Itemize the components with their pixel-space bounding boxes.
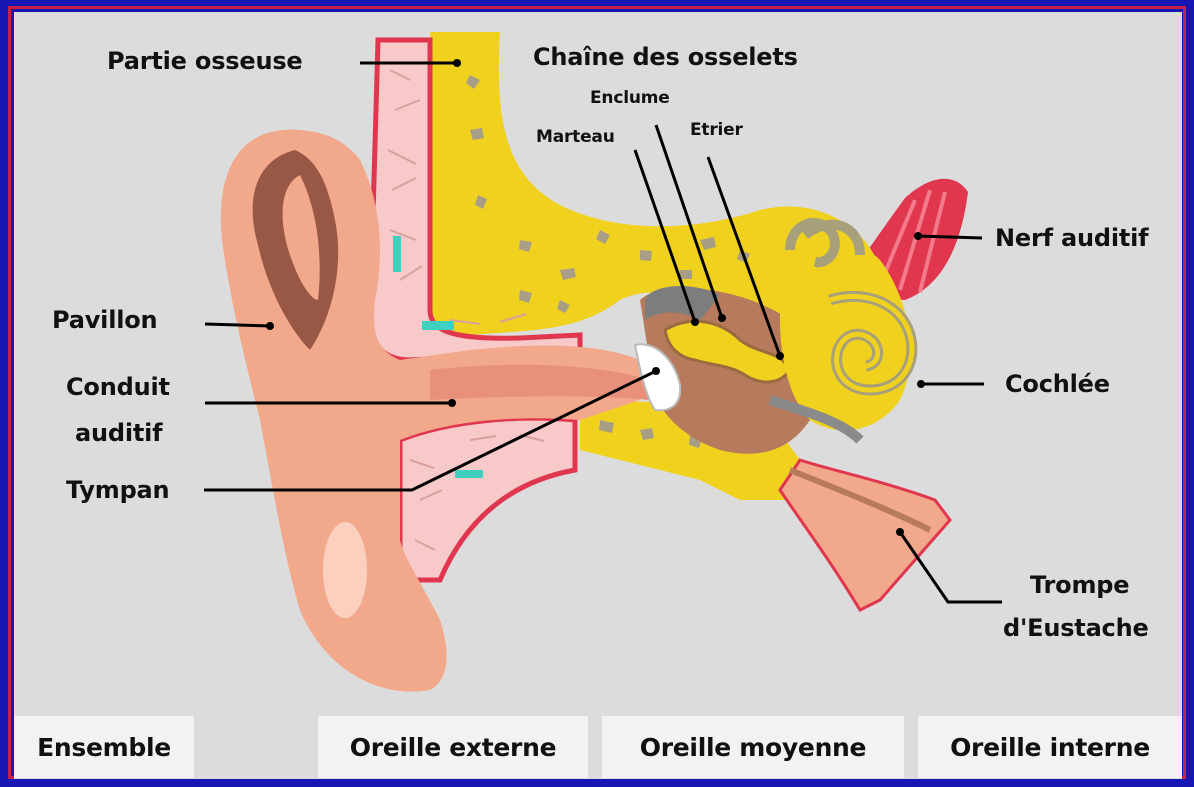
- label-enclume: Enclume: [590, 88, 670, 108]
- label-tympan: Tympan: [66, 476, 169, 504]
- label-trompe-line2: d'Eustache: [1003, 614, 1149, 642]
- oreille-interne-button[interactable]: Oreille interne: [918, 716, 1182, 778]
- label-trompe-line1: Trompe: [1030, 571, 1129, 599]
- label-etrier: Etrier: [690, 120, 743, 140]
- label-partie-osseuse: Partie osseuse: [107, 47, 303, 75]
- oreille-moyenne-button[interactable]: Oreille moyenne: [602, 716, 904, 778]
- label-chaine-osselets: Chaîne des osselets: [533, 43, 798, 71]
- label-conduit-line1: Conduit: [66, 373, 170, 401]
- label-conduit-line2: auditif: [75, 419, 162, 447]
- label-marteau: Marteau: [536, 127, 615, 147]
- oreille-externe-button[interactable]: Oreille externe: [318, 716, 588, 778]
- eustachian-tube: [780, 460, 950, 610]
- ensemble-button[interactable]: Ensemble: [14, 716, 194, 778]
- canal-cartilage-lower: [400, 418, 575, 580]
- label-nerf-auditif: Nerf auditif: [995, 224, 1148, 252]
- label-cochlee: Cochlée: [1005, 370, 1110, 398]
- label-pavillon: Pavillon: [52, 306, 157, 334]
